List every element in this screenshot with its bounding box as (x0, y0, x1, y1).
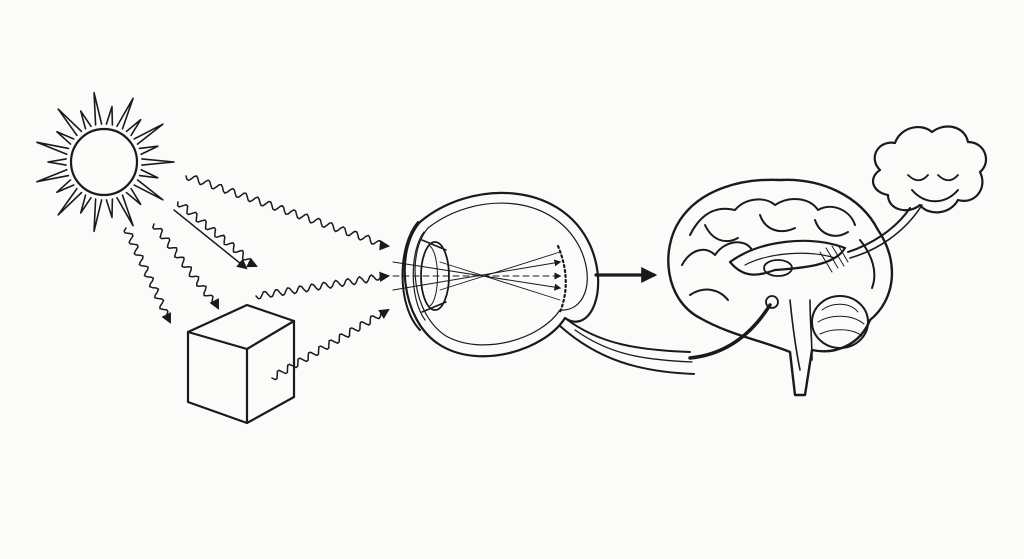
sun-ray (57, 187, 83, 216)
cube-icon (186, 303, 296, 425)
smiley-thought-cloud-icon (847, 125, 988, 259)
sun-ray (138, 145, 159, 156)
sun-ray (133, 123, 164, 145)
light-ray-arrow (173, 209, 248, 270)
sun-ray (125, 187, 142, 206)
sun-ray (133, 179, 164, 201)
sun-icon (36, 91, 175, 233)
sun-ray (116, 97, 134, 130)
light-rays (123, 175, 391, 381)
sun-ray (93, 198, 103, 233)
light-ray-arrow (123, 227, 171, 324)
sun-ray (141, 158, 175, 166)
sun-ray (57, 108, 83, 137)
sun-ray (125, 118, 142, 137)
sun-ray (36, 168, 70, 183)
sun-ray (138, 168, 159, 179)
light-ray-arrow (271, 308, 390, 381)
sun-ray (93, 91, 103, 126)
sun-ray (47, 158, 67, 166)
optic-nerve-path (688, 303, 772, 360)
light-ray-arrow (255, 271, 391, 300)
sun-ray (79, 194, 92, 214)
sun-ray (56, 130, 75, 145)
sun-ray (116, 194, 134, 227)
light-ray-arrow (152, 223, 219, 310)
eye-cross-section-icon (392, 191, 695, 375)
sun-ray (36, 141, 70, 156)
sun-ray (56, 179, 75, 194)
brain-sagittal-icon (667, 178, 894, 397)
sun-ray (105, 198, 114, 219)
sun-ray (79, 110, 92, 130)
sun-ray (105, 105, 114, 126)
light-ray-arrow (176, 201, 258, 268)
light-ray-arrow (185, 175, 391, 251)
